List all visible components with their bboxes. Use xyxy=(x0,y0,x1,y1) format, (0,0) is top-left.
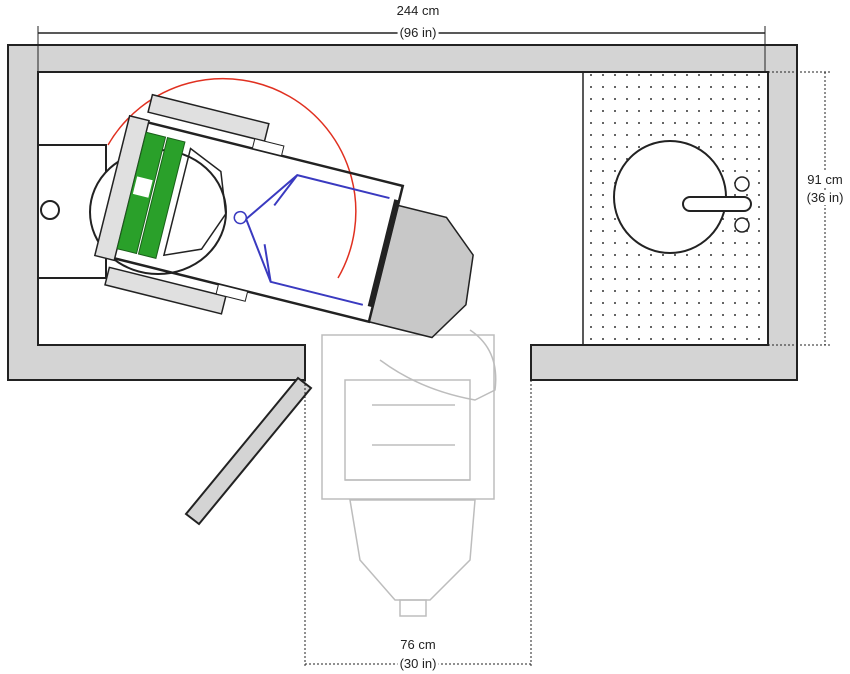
door xyxy=(184,376,313,526)
door-metric-label: 76 cm xyxy=(398,637,438,652)
tap-knob xyxy=(734,176,750,192)
depth-metric-label: 91 cm xyxy=(805,172,845,187)
wheelchair-turning xyxy=(93,93,474,339)
faucet xyxy=(682,196,752,212)
depth-imperial-label: (36 in) xyxy=(804,190,846,205)
sink-counter xyxy=(582,71,769,346)
width-metric-label: 244 cm xyxy=(394,3,442,18)
door-imperial-label: (30 in) xyxy=(397,656,439,671)
tap-knob xyxy=(734,217,750,233)
footrest xyxy=(367,204,474,339)
width-imperial-label: (96 in) xyxy=(397,25,439,40)
wheelchair-entering xyxy=(321,329,497,617)
dimension-lines xyxy=(37,26,832,668)
